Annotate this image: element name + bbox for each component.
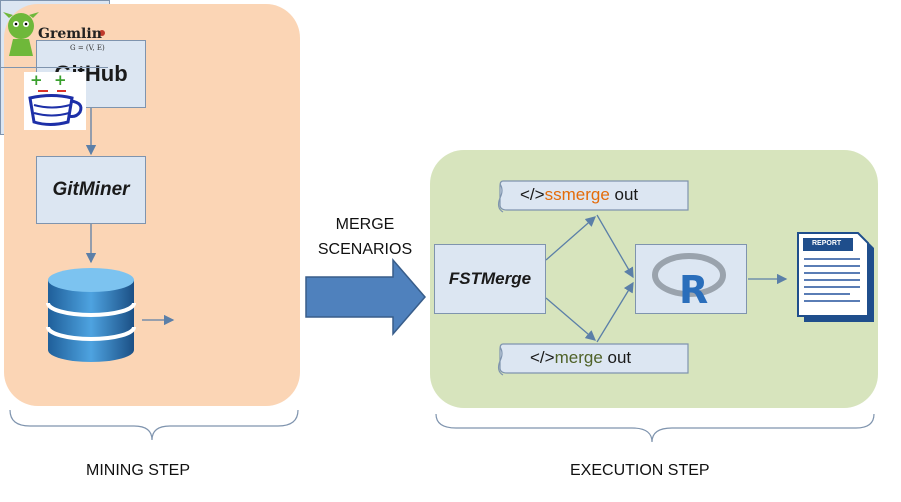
svg-text:+: + — [54, 72, 67, 89]
ssmerge-prefix: </> — [520, 185, 545, 204]
ssmerge-out-label: </>ssmerge out — [520, 185, 638, 205]
gitminer-box: GitMiner — [36, 156, 146, 224]
execution-step-label: EXECUTION STEP — [570, 462, 710, 479]
gremlin-subtext: G = (V, E) — [70, 44, 105, 52]
merge-prefix: </> — [530, 348, 555, 367]
mining-brace — [9, 409, 299, 441]
tools-divider — [0, 67, 108, 68]
ssmerge-suffix: out — [609, 185, 639, 204]
svg-text:+: + — [30, 72, 43, 89]
fstmerge-label: FSTMerge — [448, 269, 532, 288]
arrow-merge-to-r — [596, 281, 634, 343]
merge-suffix: out — [602, 348, 632, 367]
fstmerge-box: FSTMerge — [434, 244, 546, 314]
arrow-fstmerge-to-merge — [545, 297, 596, 341]
r-logo-icon: R — [652, 253, 726, 307]
merge-tool: merge — [554, 348, 603, 367]
ssmerge-scroll-shape — [497, 180, 689, 213]
gitminer-label: GitMiner — [52, 179, 130, 200]
merge-scroll-shape — [497, 343, 689, 376]
mining-step-label: MINING STEP — [86, 462, 191, 479]
gremlin-logo — [3, 12, 105, 56]
merge-scenarios-line2: SCENARIOS — [317, 241, 413, 258]
gremlin-text: Gremlin — [38, 26, 102, 42]
merge-out-label: </>merge out — [530, 348, 631, 368]
merge-scenarios-line1: MERGE — [335, 216, 395, 233]
report-icon-label: REPORT — [812, 240, 842, 247]
ssmerge-tool: ssmerge — [544, 185, 610, 204]
r-logo-letter: R — [679, 268, 708, 307]
r-box: R — [635, 244, 747, 314]
execution-brace — [435, 413, 875, 443]
arrow-ssmerge-to-r — [596, 214, 634, 279]
merge-scenarios-arrow — [305, 257, 426, 337]
database-icon — [46, 268, 136, 362]
merge-scenarios-label: MERGE SCENARIOS — [306, 212, 424, 262]
report-icon — [797, 232, 874, 322]
arrow-fstmerge-to-ssmerge — [545, 216, 596, 261]
groovy-cup-icon: + + — [24, 72, 86, 130]
